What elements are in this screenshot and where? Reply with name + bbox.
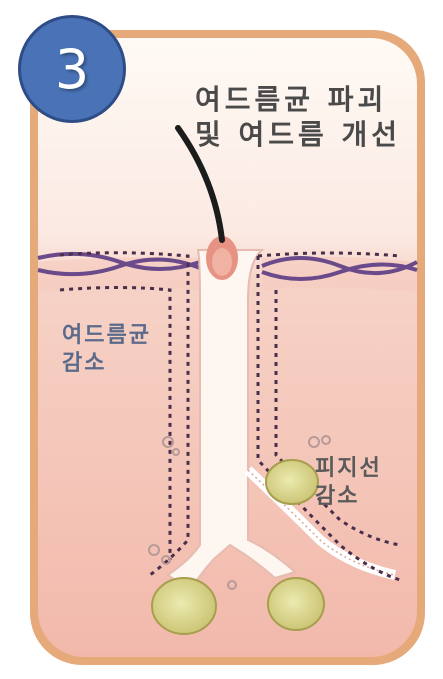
step-number: 3 xyxy=(55,38,89,101)
pore-inner xyxy=(212,248,232,276)
left-caption-line1: 여드름균 xyxy=(62,322,151,350)
left-caption: 여드름균 감소 xyxy=(62,322,151,377)
sebaceous-gland-bottom-left xyxy=(152,578,216,634)
right-caption-line2: 감소 xyxy=(315,483,382,511)
top-caption: 여드름균 파괴 및 여드름 개선 xyxy=(195,82,401,152)
left-caption-line2: 감소 xyxy=(62,350,151,378)
right-caption: 피지선 감소 xyxy=(315,455,382,510)
sebaceous-gland-bottom-right xyxy=(268,578,324,630)
right-caption-line1: 피지선 xyxy=(315,455,382,483)
upper-skin-band-right xyxy=(262,257,417,292)
top-caption-line2: 및 여드름 개선 xyxy=(195,117,401,152)
top-caption-line1: 여드름균 파괴 xyxy=(195,82,401,117)
sebaceous-gland-right xyxy=(266,460,318,504)
step-badge: 3 xyxy=(18,15,126,123)
